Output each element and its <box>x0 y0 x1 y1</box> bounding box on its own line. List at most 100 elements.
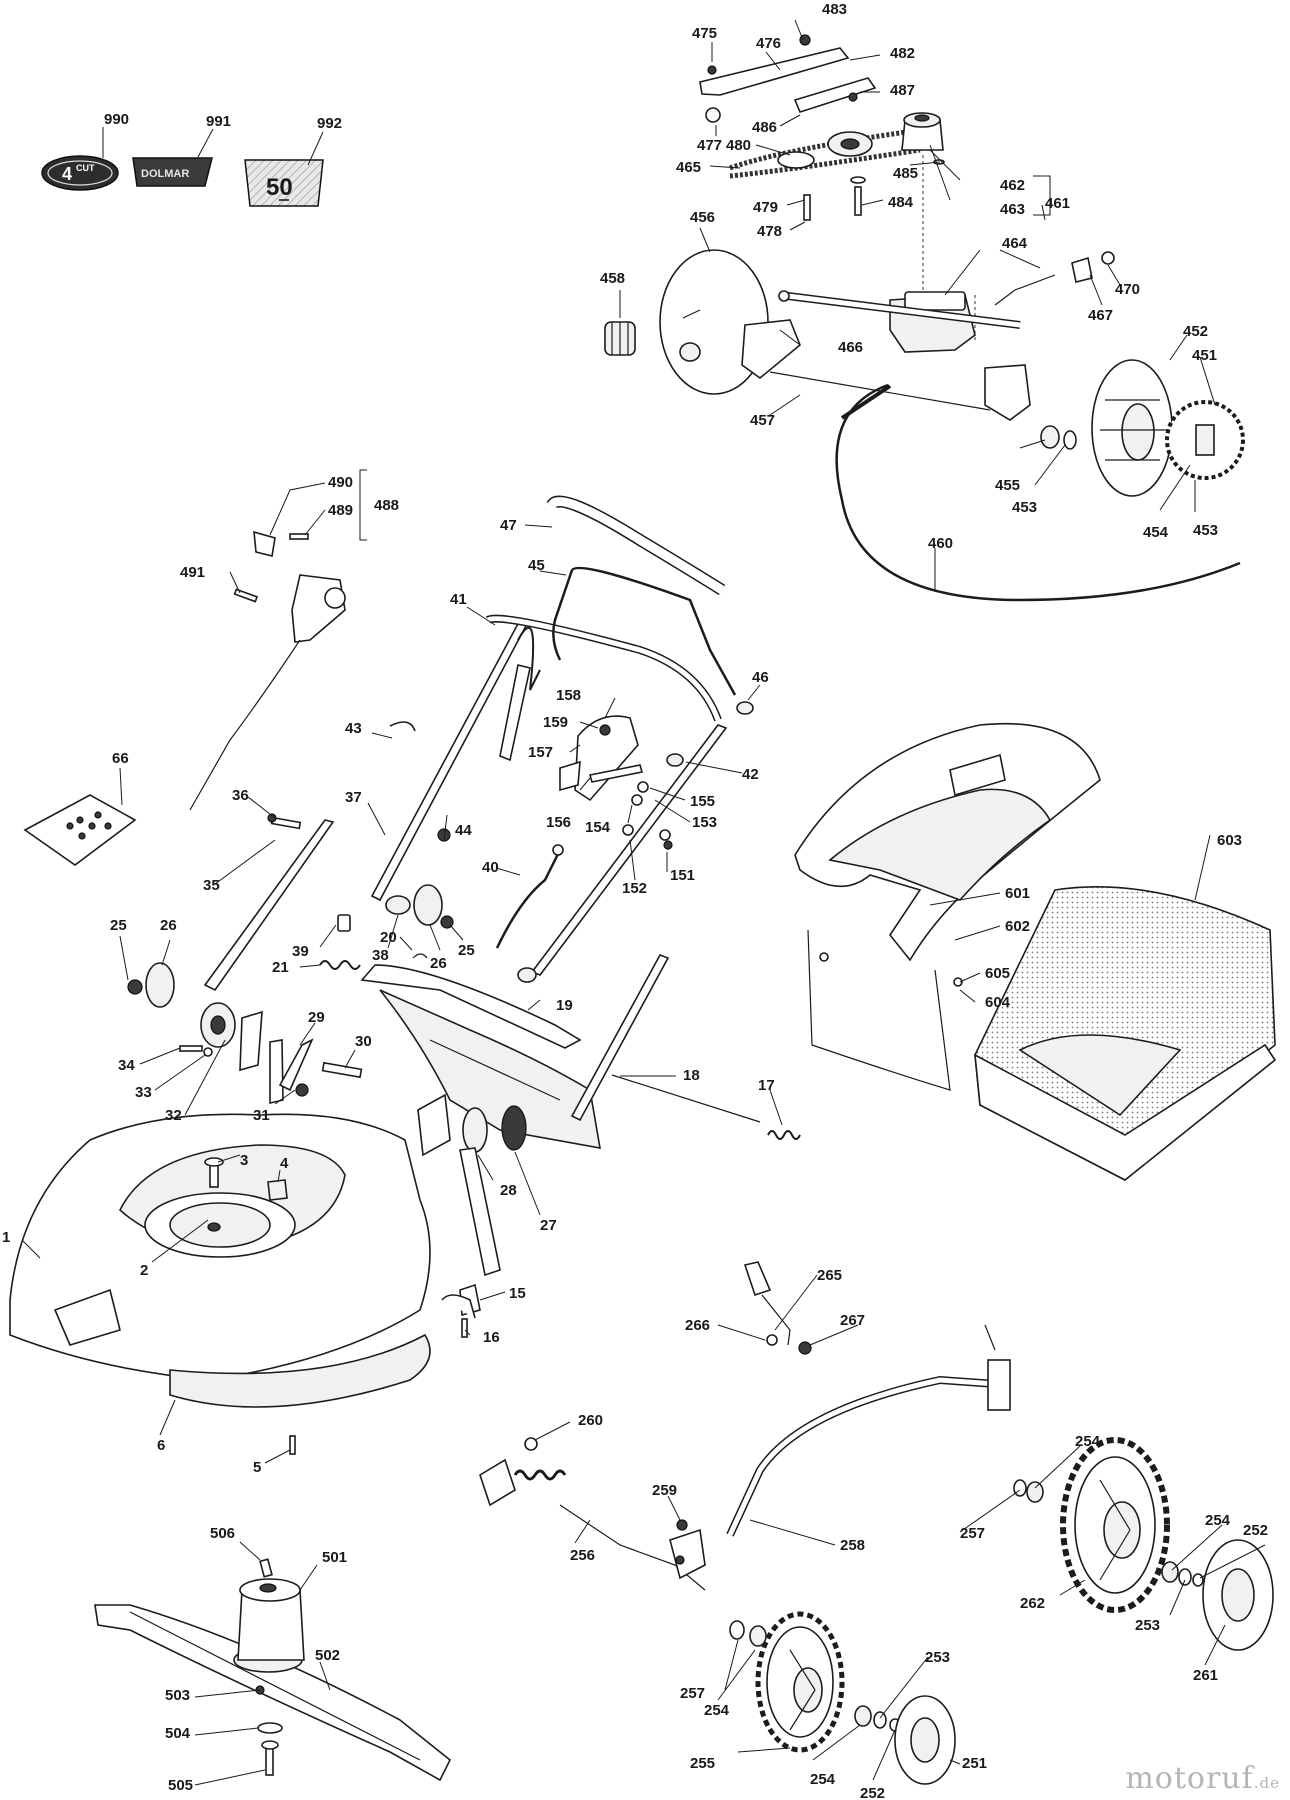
callout-605: 605 <box>985 965 1010 982</box>
callout-16: 16 <box>483 1329 500 1346</box>
callout-30: 30 <box>355 1033 372 1050</box>
callout-1: 1 <box>2 1229 10 1246</box>
callout-502: 502 <box>315 1647 340 1664</box>
callout-255: 255 <box>690 1755 715 1772</box>
callout-28: 28 <box>500 1182 517 1199</box>
callout-254-b: 254 <box>810 1771 836 1788</box>
callout-154: 154 <box>585 819 611 836</box>
callout-480: 480 <box>726 137 751 154</box>
callout-602: 602 <box>1005 918 1030 935</box>
callout-483: 483 <box>822 1 847 18</box>
callout-601: 601 <box>1005 885 1030 902</box>
callout-505: 505 <box>168 1777 193 1794</box>
callout-453-b: 453 <box>1193 522 1218 539</box>
callout-490: 490 <box>328 474 353 491</box>
callout-266: 266 <box>685 1317 710 1334</box>
callout-259: 259 <box>652 1482 677 1499</box>
callout-42: 42 <box>742 766 759 783</box>
deck-group <box>9 954 801 1455</box>
callout-17: 17 <box>758 1077 775 1094</box>
callout-457: 457 <box>750 412 775 429</box>
callout-454: 454 <box>1143 524 1169 541</box>
leader-lines <box>21 19 1266 1786</box>
callout-257-a: 257 <box>680 1685 705 1702</box>
callout-265: 265 <box>817 1267 842 1284</box>
callout-43: 43 <box>345 720 362 737</box>
callout-6: 6 <box>157 1437 165 1454</box>
decal-cut-number: 4 <box>62 164 72 184</box>
callout-32: 32 <box>165 1107 182 1124</box>
callout-18: 18 <box>683 1067 700 1084</box>
callout-152: 152 <box>622 880 647 897</box>
decal-dolmar: DOLMAR <box>132 157 213 187</box>
callout-455: 455 <box>995 477 1020 494</box>
callout-5: 5 <box>253 1459 261 1476</box>
watermark-name: motoruf <box>1125 1761 1254 1796</box>
callout-3: 3 <box>240 1152 248 1169</box>
callout-29: 29 <box>308 1009 325 1026</box>
callout-156: 156 <box>546 814 571 831</box>
callout-21: 21 <box>272 959 289 976</box>
callout-157: 157 <box>528 744 553 761</box>
wheel-group <box>479 1261 1274 1785</box>
callout-44: 44 <box>455 822 472 839</box>
callout-45: 45 <box>528 557 545 574</box>
callout-504: 504 <box>165 1725 191 1742</box>
decal-size-50: 50 <box>244 159 324 207</box>
decal-brand: DOLMAR <box>141 168 189 180</box>
callout-463: 463 <box>1000 201 1025 218</box>
callout-992: 992 <box>317 115 342 132</box>
callout-158: 158 <box>556 687 581 704</box>
callout-252-a: 252 <box>860 1785 885 1800</box>
callout-501: 501 <box>322 1549 347 1566</box>
callout-19: 19 <box>556 997 573 1014</box>
callout-41: 41 <box>450 591 467 608</box>
callout-478: 478 <box>757 223 782 240</box>
callout-456: 456 <box>690 209 715 226</box>
callout-464: 464 <box>1002 235 1028 252</box>
callout-38: 38 <box>372 947 389 964</box>
callout-479: 479 <box>753 199 778 216</box>
callout-260: 260 <box>578 1412 603 1429</box>
callout-159: 159 <box>543 714 568 731</box>
callout-40: 40 <box>482 859 499 876</box>
callout-267: 267 <box>840 1312 865 1329</box>
callout-37: 37 <box>345 789 362 806</box>
callout-39: 39 <box>292 943 309 960</box>
callout-46: 46 <box>752 669 769 686</box>
callout-476: 476 <box>756 35 781 52</box>
callout-453-a: 453 <box>1012 499 1037 516</box>
callout-458: 458 <box>600 270 625 287</box>
decal-size: 50 <box>266 174 293 201</box>
callout-27: 27 <box>540 1217 557 1234</box>
handle-cable-group <box>23 495 754 1105</box>
callout-252-b: 252 <box>1243 1522 1268 1539</box>
drive-assembly <box>604 34 1245 602</box>
callout-262: 262 <box>1020 1595 1045 1612</box>
callout-26-a: 26 <box>160 917 177 934</box>
callout-604: 604 <box>985 994 1011 1011</box>
callout-482: 482 <box>890 45 915 62</box>
callout-461: 461 <box>1045 195 1070 212</box>
callout-153: 153 <box>692 814 717 831</box>
callout-487: 487 <box>890 82 915 99</box>
watermark-tld: .de <box>1253 1774 1280 1792</box>
callout-506: 506 <box>210 1525 235 1542</box>
callout-477: 477 <box>697 137 722 154</box>
callout-460: 460 <box>928 535 953 552</box>
callout-31: 31 <box>253 1107 270 1124</box>
callout-66: 66 <box>112 750 129 767</box>
callout-25-a: 25 <box>110 917 127 934</box>
callout-155: 155 <box>690 793 715 810</box>
callout-484: 484 <box>888 194 914 211</box>
callout-256: 256 <box>570 1547 595 1564</box>
callout-462: 462 <box>1000 177 1025 194</box>
callout-4: 4 <box>280 1155 289 1172</box>
decal-cut-word: CUT <box>76 163 95 173</box>
callout-25-b: 25 <box>458 942 475 959</box>
callout-491: 491 <box>180 564 205 581</box>
callout-261: 261 <box>1193 1667 1218 1684</box>
callout-47: 47 <box>500 517 517 534</box>
